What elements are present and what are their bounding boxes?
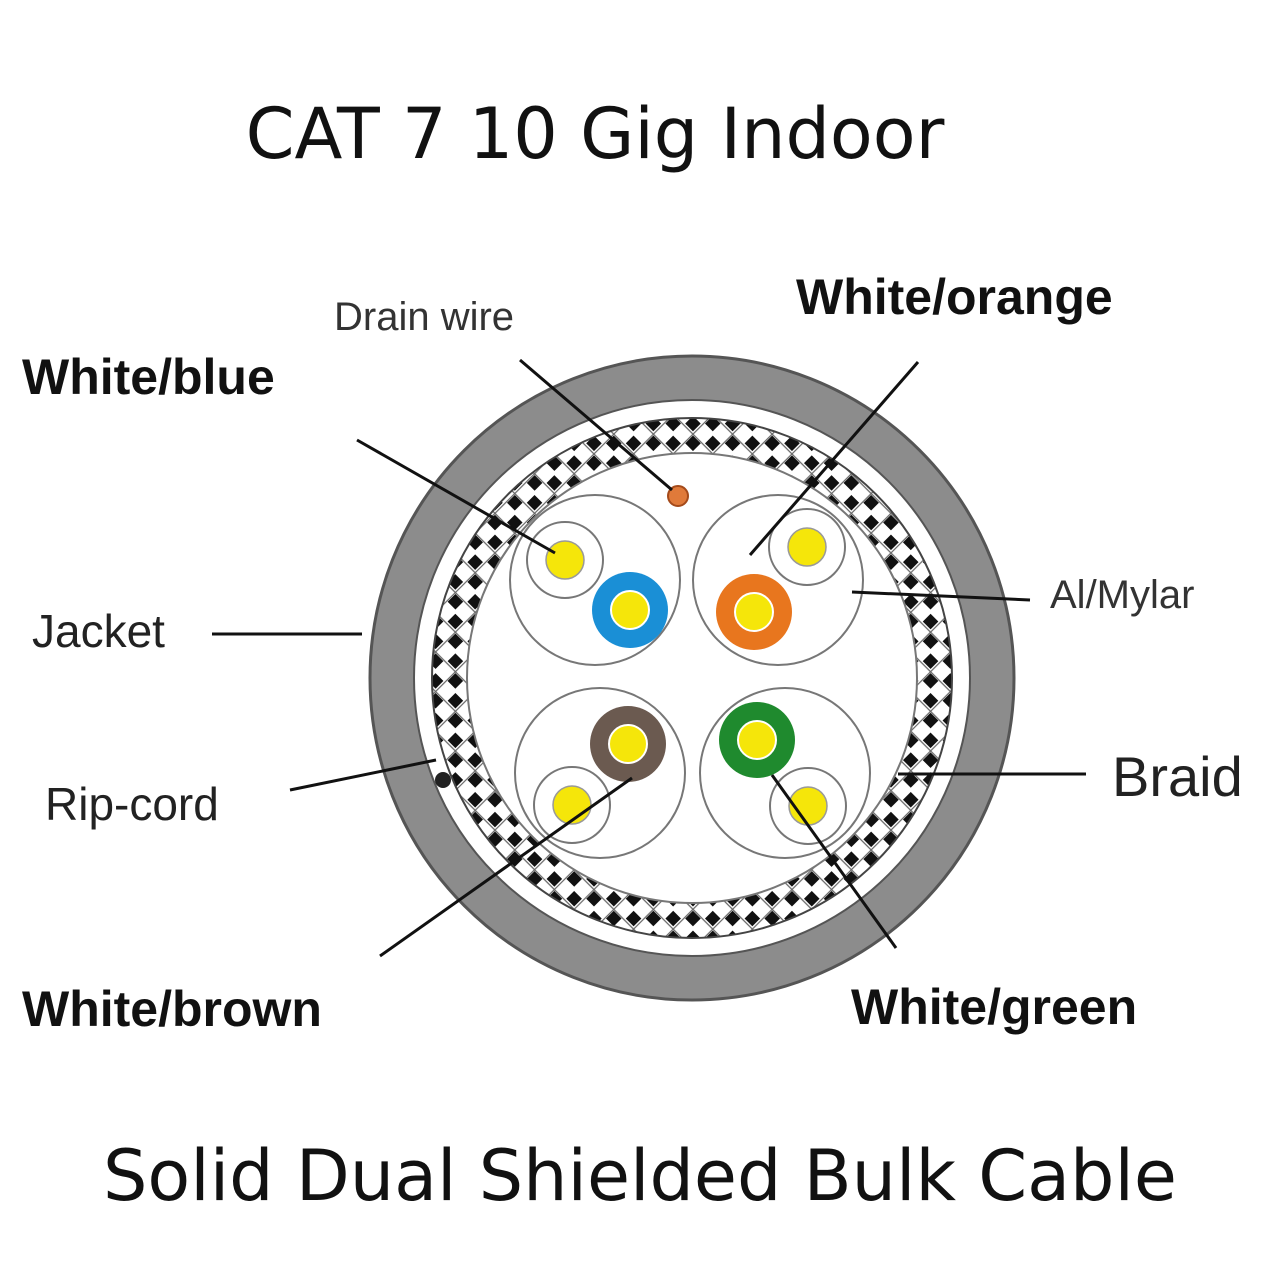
page-subtitle: Solid Dual Shielded Bulk Cable [103,1135,1177,1217]
brown-conductor [608,724,648,764]
blue-conductor [610,590,650,630]
page-title: CAT 7 10 Gig Indoor [246,93,945,175]
label-rip-cord: Rip-cord [45,778,219,830]
white-orange-conductor [787,527,827,567]
white-blue-leader [356,438,556,555]
drain-wire-dot [667,485,689,507]
pair-shield-green [699,687,871,859]
pair-shield-brown [514,687,686,859]
white-orange-leader [748,361,920,556]
label-jacket: Jacket [32,605,165,657]
rip-cord-leader [289,758,437,792]
label-white-green: White/green [851,979,1137,1035]
drain-wire-leader [519,358,673,492]
white-brown-leader [379,776,633,958]
label-white-orange: White/orange [796,269,1113,325]
pair-shield-blue [509,494,681,666]
orange-conductor [734,592,774,632]
rip-cord-dot [435,772,451,788]
label-white-brown: White/brown [22,981,322,1037]
white-green-leader [770,774,898,949]
green-conductor [737,720,777,760]
pair-shield-orange [692,494,864,666]
label-al-mylar: Al/Mylar [1050,573,1194,617]
label-white-blue: White/blue [22,349,275,405]
al-mylar-leader [851,590,1031,602]
label-braid: Braid [1112,745,1243,808]
label-drain-wire: Drain wire [334,295,514,339]
white-brown-conductor [552,785,592,825]
white-blue-conductor [545,540,585,580]
